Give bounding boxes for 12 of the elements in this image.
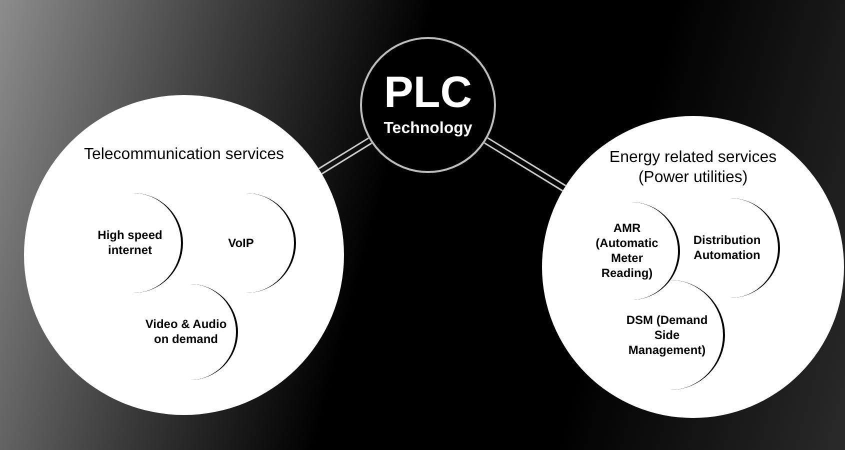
- hub-title: PLC: [384, 71, 472, 115]
- item-label: DSM (Demand Side Management): [625, 312, 709, 358]
- double-connector-line: [318, 137, 372, 175]
- item-label: VoIP: [228, 236, 254, 250]
- hub-subtitle: Technology: [384, 119, 472, 139]
- item-label: High speed internet: [96, 228, 164, 258]
- item-label: AMR (Automatic Meter Reading): [594, 221, 660, 281]
- double-connector-line: [484, 137, 566, 192]
- item-label: Distribution Automation: [692, 233, 762, 263]
- item-label: Video & Audio on demand: [144, 317, 228, 347]
- group-title: Energy related services (Power utilities): [608, 148, 778, 188]
- group-title: Telecommunication services: [84, 145, 284, 165]
